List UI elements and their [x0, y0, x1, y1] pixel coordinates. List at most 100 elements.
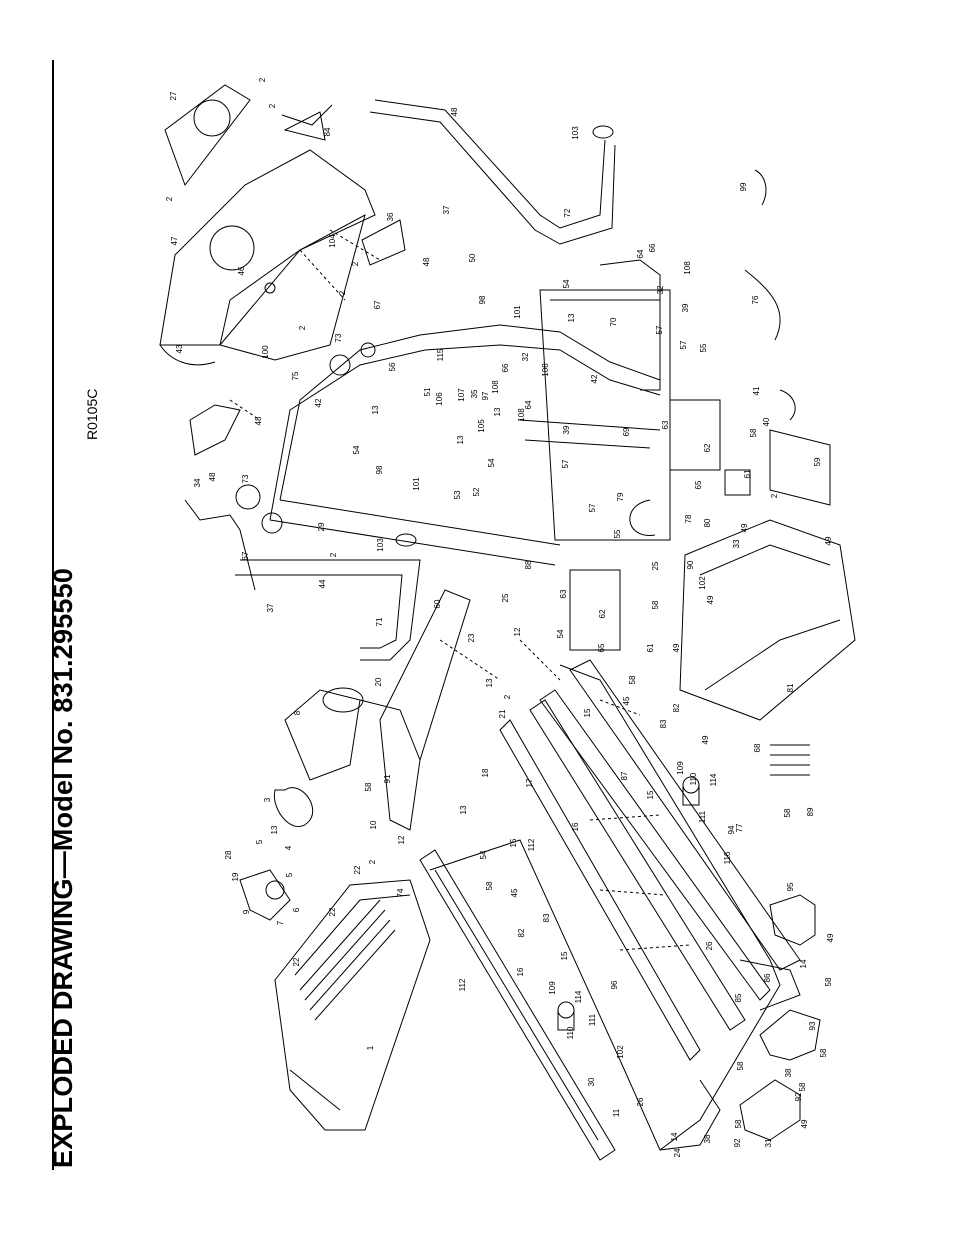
motor-controller [629, 429, 856, 721]
part-callout-58: 58 [628, 675, 637, 684]
part-callout-83: 83 [659, 719, 668, 728]
part-callout-56: 56 [388, 362, 397, 371]
part-callout-58: 58 [798, 1082, 807, 1091]
part-callout-79: 79 [616, 492, 625, 501]
part-callout-53: 53 [453, 490, 462, 499]
part-callout-49: 49 [824, 536, 833, 545]
part-callout-83: 83 [542, 913, 551, 922]
part-callout-32: 32 [521, 352, 530, 361]
part-callout-24: 24 [673, 1148, 682, 1157]
part-callout-76: 76 [751, 295, 760, 304]
part-callout-2: 2 [368, 859, 377, 864]
part-callouts: 1222222222234556789101112121313131313131… [165, 77, 835, 1157]
part-callout-8: 8 [293, 710, 302, 715]
part-callout-4: 4 [284, 845, 293, 850]
part-callout-108: 108 [517, 408, 526, 422]
motor-hood [274, 879, 431, 1131]
part-callout-74: 74 [396, 888, 405, 897]
part-callout-15: 15 [646, 790, 655, 799]
part-callout-103: 103 [376, 538, 385, 552]
part-callout-80: 80 [703, 518, 712, 527]
part-callout-20: 20 [374, 677, 383, 686]
handrail-assembly [184, 99, 661, 661]
part-callout-89: 89 [806, 807, 815, 816]
part-callout-93: 93 [808, 1021, 817, 1030]
part-callout-107: 107 [457, 388, 466, 402]
part-callout-52: 52 [472, 487, 481, 496]
part-callout-67: 67 [241, 551, 250, 560]
part-callout-78: 78 [684, 514, 693, 523]
part-callout-65: 65 [597, 643, 606, 652]
part-callout-15: 15 [583, 708, 592, 717]
part-callout-14: 14 [670, 1132, 679, 1141]
part-callout-5: 5 [255, 839, 264, 844]
part-callout-45: 45 [510, 888, 519, 897]
part-callout-99: 99 [739, 182, 748, 191]
console-assembly [159, 84, 406, 456]
part-callout-30: 30 [587, 1077, 596, 1086]
part-callout-101: 101 [412, 477, 421, 491]
part-callout-86: 86 [763, 973, 772, 982]
part-callout-63: 63 [661, 420, 670, 429]
part-callout-48: 48 [422, 257, 431, 266]
part-callout-58: 58 [364, 782, 373, 791]
part-callout-34: 34 [193, 478, 202, 487]
part-callout-29: 29 [317, 522, 326, 531]
part-callout-72: 72 [563, 208, 572, 217]
part-callout-13: 13 [459, 805, 468, 814]
part-callout-70: 70 [609, 317, 618, 326]
part-callout-55: 55 [613, 529, 622, 538]
part-callout-49: 49 [826, 933, 835, 942]
part-callout-12: 12 [513, 627, 522, 636]
part-callout-100: 100 [261, 345, 270, 359]
part-callout-116: 116 [723, 851, 732, 864]
part-callout-23: 23 [467, 633, 476, 642]
part-callout-98: 98 [375, 465, 384, 474]
part-callout-39: 39 [562, 425, 571, 434]
part-callout-46: 46 [237, 266, 246, 275]
part-callout-94: 94 [727, 825, 736, 834]
part-callout-13: 13 [493, 407, 502, 416]
part-callout-64: 64 [636, 249, 645, 258]
part-callout-57: 57 [655, 325, 664, 334]
part-callout-33: 33 [732, 539, 741, 548]
part-callout-61: 61 [646, 643, 655, 652]
part-callout-49: 49 [672, 643, 681, 652]
part-callout-47: 47 [170, 236, 179, 245]
part-callout-97: 97 [481, 391, 490, 400]
part-callout-87: 87 [620, 771, 629, 780]
part-callout-111: 111 [698, 810, 707, 823]
part-callout-25: 25 [501, 593, 510, 602]
part-callout-112: 112 [527, 838, 536, 851]
part-callout-44: 44 [318, 579, 327, 588]
part-callout-19: 19 [231, 872, 240, 881]
part-callout-42: 42 [590, 374, 599, 383]
part-callout-68: 68 [753, 743, 762, 752]
part-callout-39: 39 [681, 303, 690, 312]
part-callout-71: 71 [375, 617, 384, 626]
part-callout-101: 101 [513, 305, 522, 319]
part-callout-58: 58 [736, 1061, 745, 1070]
part-callout-65: 65 [694, 480, 703, 489]
part-callout-2: 2 [298, 325, 307, 330]
part-callout-61: 61 [743, 469, 752, 478]
part-callout-51: 51 [423, 387, 432, 396]
part-callout-6: 6 [292, 907, 301, 912]
part-callout-66: 66 [501, 363, 510, 372]
part-callout-27: 27 [169, 91, 178, 100]
part-callout-14: 14 [799, 959, 808, 968]
part-callout-92: 92 [794, 1092, 803, 1101]
part-callout-2: 2 [258, 77, 267, 82]
part-callout-38: 38 [784, 1068, 793, 1077]
part-callout-22: 22 [328, 907, 337, 916]
part-callout-81: 81 [786, 683, 795, 692]
part-callout-13: 13 [371, 405, 380, 414]
part-callout-109: 109 [676, 761, 685, 775]
part-callout-58: 58 [819, 1048, 828, 1057]
part-callout-43: 43 [175, 344, 184, 353]
part-callout-41: 41 [752, 386, 761, 395]
title-rule [52, 60, 54, 1170]
part-callout-114: 114 [574, 990, 583, 1003]
part-callout-64: 64 [524, 400, 533, 409]
part-callout-38: 38 [703, 1134, 712, 1143]
